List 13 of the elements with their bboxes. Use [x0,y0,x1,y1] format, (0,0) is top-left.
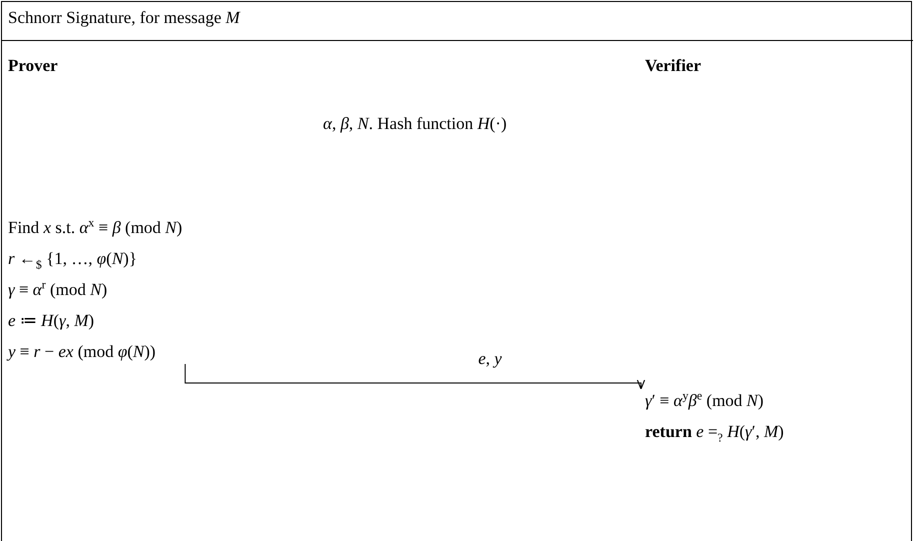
step-text: γ′ ≡ α$^{y}$β$^{e}$ (mod N) [645,387,764,412]
step-text: Find x s.t. α$^{x}$ ≡ β (mod N) [8,214,182,239]
step-text: return e =$_{?}$ H(γ′, M) [645,421,784,446]
diagram-title: Schnorr Signature, for message M [8,8,240,28]
step-text: y ≡ r − ex (mod φ(N)) [8,341,156,363]
party-heading: Prover [8,56,58,76]
party-heading: Verifier [645,56,702,76]
step-text: r ←$_{$}$ {1, …, φ(N)} [8,248,137,274]
edge-label: e, y [477,349,503,369]
step-text: e ≔ H(γ, M) [8,310,94,332]
step-text: γ ≡ α$^{r}$ (mod N) [8,276,108,301]
arrow [184,364,646,390]
public-parameters-text: α, β, N. Hash function H(·) [323,114,507,134]
